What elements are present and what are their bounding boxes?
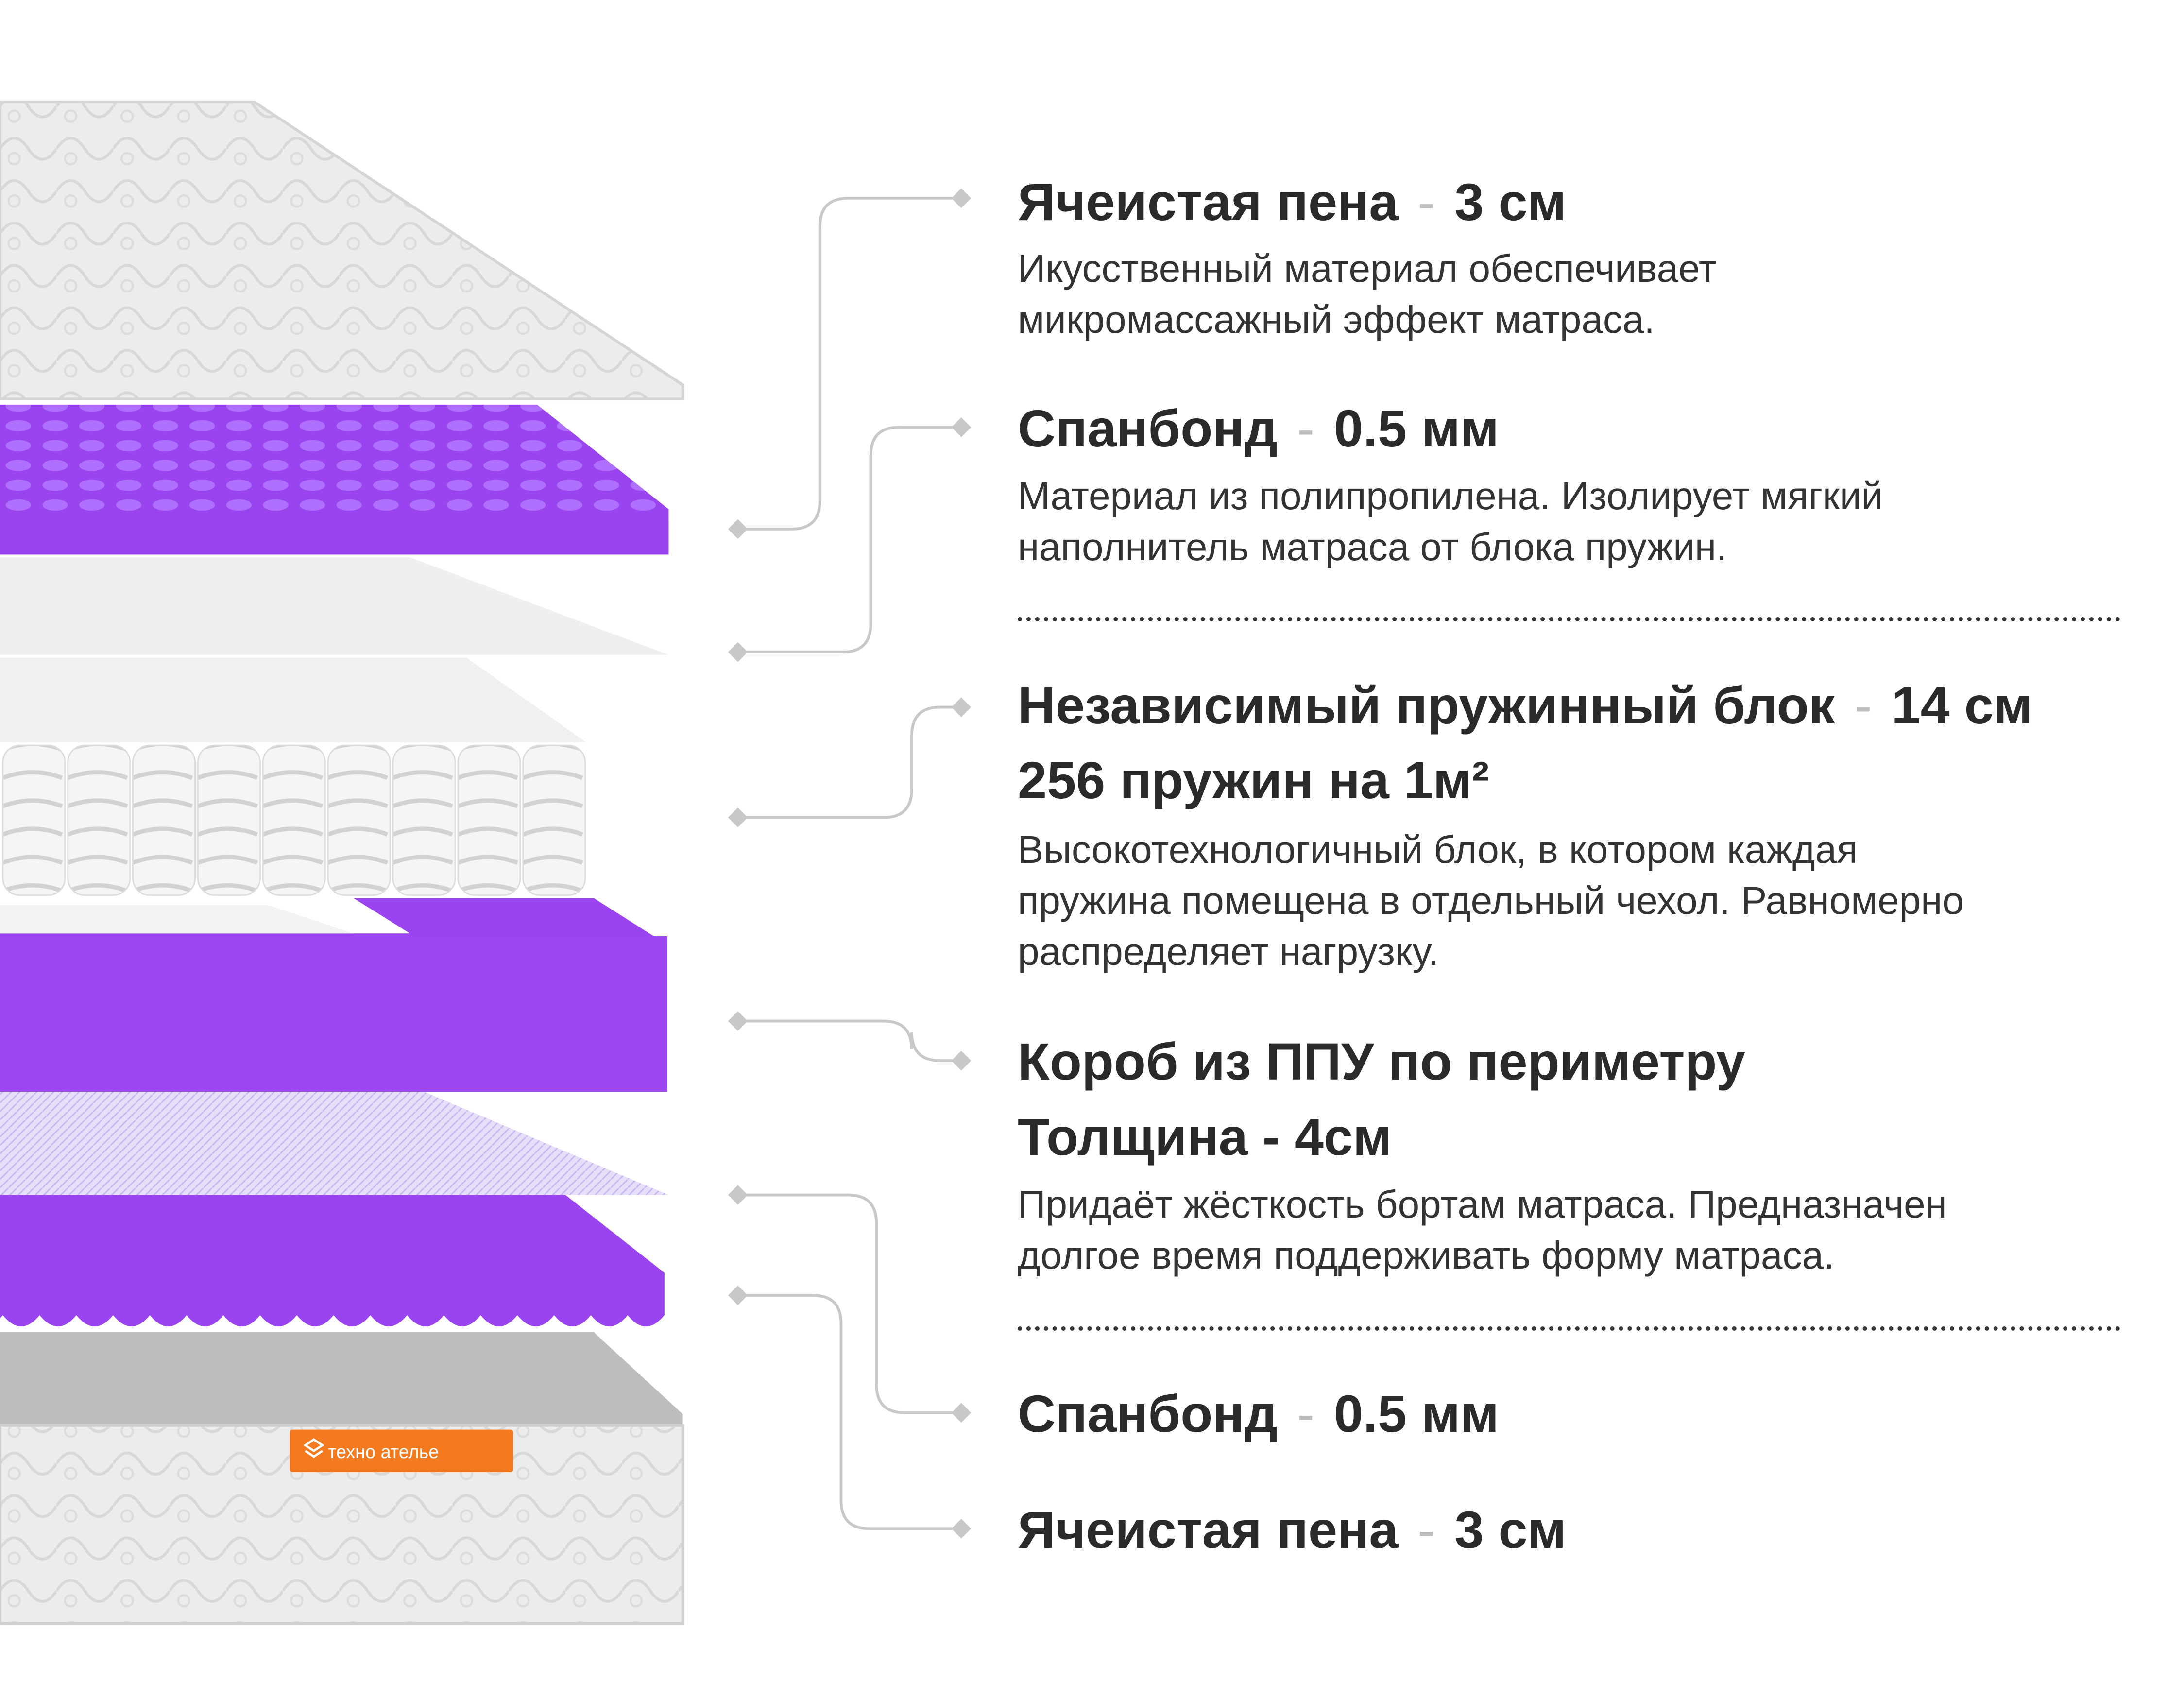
connector-line [738,1193,961,1414]
layer-ppu-box [0,898,667,1092]
spring [67,744,131,896]
layer-egg-foam [0,404,669,555]
diamond-marker-icon [951,1518,972,1539]
diamond-marker-icon [951,188,972,208]
layer-bottom-foam [0,1332,684,1625]
brand-logo-text: техно ателье [328,1442,439,1462]
layer-2-desc-2: наполнитель матраса от блока пружин. [1018,525,1727,568]
diamond-marker-icon [728,642,748,662]
layer-spring-block [0,657,587,896]
spring [392,744,456,896]
layer-5-heading: Спанбонд-0.5 мм [1018,1384,1499,1443]
diamond-marker-icon [728,519,748,539]
layer-spanbond-bottom [0,1092,669,1195]
layer-top-foam [0,101,684,401]
divider [1018,1326,2120,1331]
brand-logo: техно ателье [290,1429,513,1472]
layer-6-heading: Ячеистая пена-3 см [1018,1500,1567,1559]
diamond-marker-icon [728,1285,748,1305]
diamond-marker-icon [951,417,972,437]
spring [197,744,261,896]
diamond-marker-icon [951,1403,972,1423]
layer-4-desc-2: долгое время поддерживать форму матраса. [1018,1234,1835,1277]
diamond-marker-icon [951,697,972,717]
layer-3-subtitle: 256 пружин на 1м² [1018,751,1489,809]
layer-4-heading: Короб из ППУ по периметру [1018,1032,1745,1091]
connector-lines [728,188,972,1539]
diamond-marker-icon [728,1185,748,1205]
spring [522,744,586,896]
layer-3-desc-3: распределяет нагрузку. [1018,930,1439,973]
layer-1-desc-1: Икусственный материал обеспечивает [1018,247,1717,290]
diamond-marker-icon [951,1050,972,1071]
divider [1018,617,2120,621]
connector-line [738,1019,961,1063]
layer-4-desc-1: Придаёт жёсткость бортам матраса. Предна… [1018,1183,1947,1226]
connector-line [738,197,961,531]
layer-4-subtitle: Толщина - 4см [1018,1107,1392,1166]
layer-2-desc-1: Материал из полипропилена. Изолирует мяг… [1018,474,1883,517]
connector-line [738,705,961,819]
layer-wave-foam [0,1195,665,1326]
connector-line [738,1294,961,1530]
diamond-marker-icon [728,1011,748,1031]
layer-3-desc-1: Высокотехнологичный блок, в котором кажд… [1018,828,1858,871]
connector-line [738,426,961,654]
layers-icon [303,1438,324,1458]
layer-3-heading: Независимый пружинный блок-14 см [1018,676,2032,735]
spring [262,744,326,896]
layer-3-desc-2: пружина помещена в отдельный чехол. Равн… [1018,879,1964,922]
layer-2-heading: Спанбонд-0.5 мм [1018,399,1499,458]
spring [457,744,521,896]
diamond-marker-icon [728,807,748,827]
layer-spanbond-top [0,557,669,655]
layer-1-desc-2: микромассажный эффект матраса. [1018,298,1655,341]
layer-1-heading: Ячеистая пена-3 см [1018,172,1567,231]
spring [2,744,66,896]
spring [132,744,196,896]
spring [327,744,391,896]
